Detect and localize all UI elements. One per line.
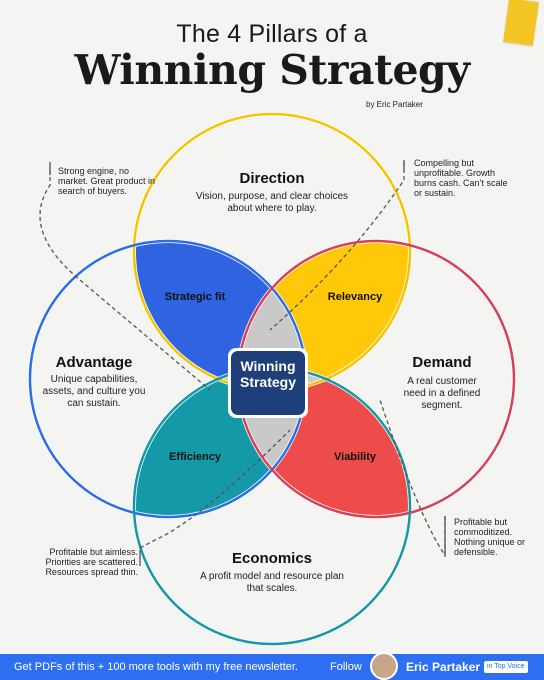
pillar-direction: Direction Vision, purpose, and clear cho… — [192, 170, 352, 215]
follow-label: Follow — [330, 661, 362, 673]
avatar — [370, 652, 398, 680]
leader-bottom-right — [379, 399, 446, 558]
leader-top-right — [269, 162, 405, 331]
pillar-direction-desc: Vision, purpose, and clear choices about… — [195, 191, 349, 214]
center-label: Winning Strategy — [239, 358, 297, 391]
title-line-1: The 4 Pillars of a — [176, 20, 368, 48]
pillar-demand: Demand A real customer need in a defined… — [400, 354, 484, 411]
pillar-economics: Economics A profit model and resource pl… — [192, 550, 352, 595]
author-name[interactable]: Eric Partaker — [406, 660, 481, 674]
note-bottom-right: Profitable but commoditized. Nothing uni… — [454, 517, 526, 558]
note-top-left: Strong engine, no market. Great product … — [58, 166, 156, 197]
footer-bar: Get PDFs of this + 100 more tools with m… — [0, 652, 544, 680]
pillar-economics-desc: A profit model and resource plan that sc… — [200, 571, 344, 594]
pillar-demand-title: Demand — [412, 354, 472, 371]
leader-top-left — [39, 170, 211, 391]
pillar-demand-desc: A real customer need in a defined segmen… — [403, 376, 481, 411]
pillar-direction-title: Direction — [239, 170, 305, 187]
label-strategic-fit: Strategic fit — [164, 291, 226, 303]
pillar-advantage-title: Advantage — [55, 354, 133, 371]
label-relevancy: Relevancy — [327, 291, 383, 303]
label-viability: Viability — [334, 451, 376, 463]
linkedin-top-voice-badge: in Top Voice — [484, 661, 528, 673]
byline: by Eric Partaker — [366, 100, 423, 109]
pillar-advantage-desc: Unique capabilities, assets, and culture… — [42, 374, 146, 409]
label-efficiency: Efficiency — [169, 451, 221, 463]
pillar-advantage: Advantage Unique capabilities, assets, a… — [42, 354, 146, 409]
newsletter-cta[interactable]: Get PDFs of this + 100 more tools with m… — [14, 661, 298, 673]
leader-bottom-left — [139, 429, 291, 549]
note-bottom-left: Profitable but aimless. Priorities are s… — [45, 547, 138, 578]
pillar-economics-title: Economics — [231, 550, 313, 567]
title-line-2: Winning Strategy — [74, 46, 470, 94]
note-top-right: Compelling but unprofitable. Growth burn… — [414, 158, 508, 199]
